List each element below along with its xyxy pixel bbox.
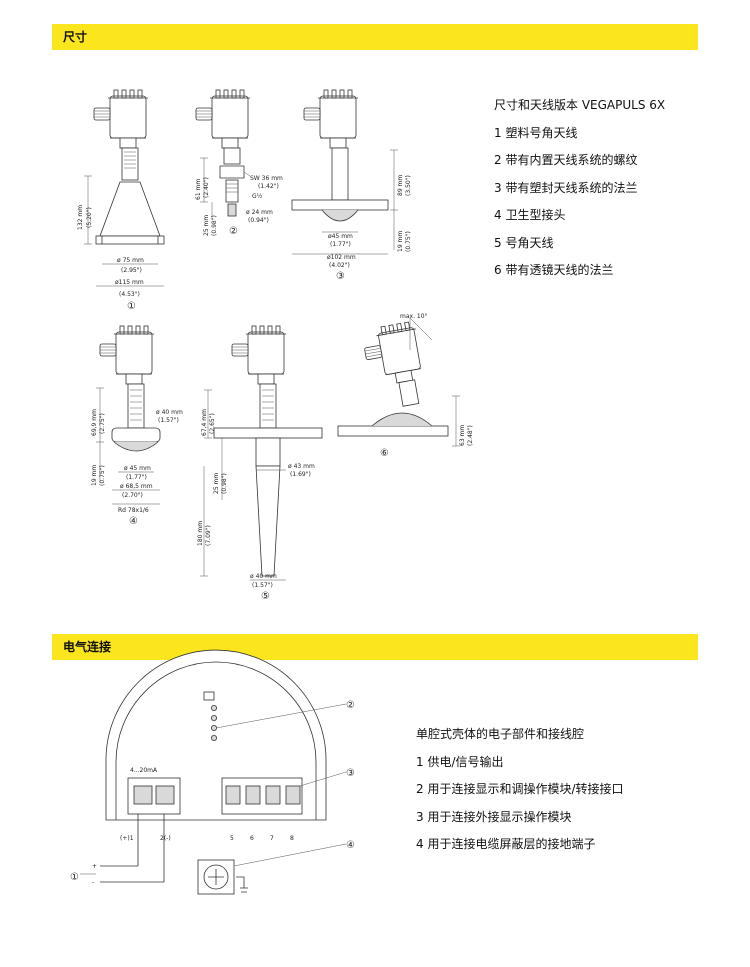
svg-text:(2.65"): (2.65"): [209, 413, 216, 434]
svg-text:SW 36 mm: SW 36 mm: [250, 175, 283, 182]
svg-text:(7.09"): (7.09"): [205, 525, 212, 546]
legend-title: 单腔式壳体的电子部件和接线腔: [416, 727, 585, 741]
svg-text:+: +: [92, 863, 97, 870]
svg-text:19 mm: 19 mm: [91, 465, 98, 486]
drawing-label: ④: [129, 516, 138, 527]
svg-text:(0.75"): (0.75"): [405, 231, 412, 252]
svg-text:④: ④: [346, 840, 355, 851]
svg-text:(1.42"): (1.42"): [258, 183, 279, 190]
svg-text:max. 10°: max. 10°: [400, 313, 428, 320]
svg-text:③: ③: [346, 768, 355, 779]
drawing-label: ⑥: [380, 448, 389, 459]
current-label: 4...20mA: [130, 767, 158, 774]
wiring-diagram: 4...20mA (+)1 2(-) 5 6 7 8 + - ① ② ③ ④: [70, 649, 355, 895]
svg-text:ø 45 mm: ø 45 mm: [124, 465, 151, 472]
drawing-thread: 61 mm (2.40") 25 mm (0.98") SW 36 mm (1.…: [195, 89, 283, 237]
svg-text:132 mm: 132 mm: [77, 205, 84, 230]
drawing-label: ⑤: [261, 591, 270, 602]
svg-text:G½: G½: [252, 193, 263, 200]
terminal-plus: (+)1: [120, 835, 134, 842]
svg-text:6: 6: [250, 835, 254, 842]
svg-text:ø 68,5 mm: ø 68,5 mm: [120, 483, 153, 490]
svg-text:-: -: [92, 879, 94, 886]
legend-item: 4 卫生型接头: [494, 208, 566, 222]
svg-text:67,4 mm: 67,4 mm: [201, 409, 208, 436]
legend-item: 1 供电/信号输出: [416, 754, 504, 769]
svg-text:(5.20"): (5.20"): [86, 207, 93, 228]
svg-text:(3.50"): (3.50"): [405, 175, 412, 196]
legend-item: 2 带有内置天线系统的螺纹: [494, 153, 638, 167]
svg-text:(1.77"): (1.77"): [330, 241, 351, 248]
section-header-electrical: 电气连接: [52, 634, 698, 660]
legend-item: 5 号角天线: [494, 235, 554, 250]
drawing-plastic-horn: 132 mm (5.20") ø 75 mm (2.95") ø115 mm (…: [77, 89, 165, 312]
svg-text:ø 43 mm: ø 43 mm: [288, 463, 315, 470]
svg-text:ø45 mm: ø45 mm: [328, 233, 353, 240]
drawing-label: ③: [336, 271, 345, 282]
electrical-legend: 单腔式壳体的电子部件和接线腔 1 供电/信号输出 2 用于连接显示和调操作模块/…: [416, 721, 624, 859]
terminal-minus: 2(-): [160, 835, 171, 842]
svg-text:(0.98"): (0.98"): [211, 215, 218, 236]
svg-text:(2.70"): (2.70"): [122, 492, 143, 499]
drawing-flange-encapsulated: 89 mm (3.50") 19 mm (0.75") ø45 mm (1.77…: [291, 89, 412, 282]
svg-text:(0.75"): (0.75"): [99, 465, 106, 486]
svg-text:Rd 78x1/6: Rd 78x1/6: [118, 507, 149, 514]
svg-text:61 mm: 61 mm: [195, 179, 202, 200]
svg-text:(1.57"): (1.57"): [252, 582, 273, 589]
drawing-label: ①: [127, 301, 136, 312]
svg-text:ø102 mm: ø102 mm: [327, 254, 356, 261]
svg-text:63 mm: 63 mm: [459, 425, 466, 446]
svg-text:(1.69"): (1.69"): [290, 471, 311, 478]
svg-text:(4.53"): (4.53"): [119, 291, 140, 298]
svg-text:5: 5: [230, 835, 234, 842]
svg-text:25 mm: 25 mm: [203, 215, 210, 236]
svg-text:7: 7: [270, 835, 274, 842]
legend-title: 尺寸和天线版本 VEGAPULS 6X: [494, 98, 666, 112]
svg-text:(4.02"): (4.02"): [329, 262, 350, 269]
svg-text:8: 8: [290, 835, 294, 842]
svg-text:②: ②: [346, 700, 355, 711]
svg-text:(0.98"): (0.98"): [221, 473, 228, 494]
svg-text:69,9 mm: 69,9 mm: [91, 409, 98, 436]
svg-text:ø 40 mm: ø 40 mm: [156, 409, 183, 416]
legend-item: 3 用于连接外接显示操作模块: [416, 809, 572, 824]
legend-item: 2 用于连接显示和调操作模块/转接接口: [416, 782, 624, 796]
dimensions-legend: 尺寸和天线版本 VEGAPULS 6X 1 塑料号角天线 2 带有内置天线系统的…: [494, 92, 665, 285]
svg-text:(2.48"): (2.48"): [467, 425, 474, 446]
svg-text:①: ①: [70, 872, 79, 883]
svg-text:25 mm: 25 mm: [213, 473, 220, 494]
svg-text:180 mm: 180 mm: [197, 521, 204, 546]
svg-text:ø115 mm: ø115 mm: [115, 279, 144, 286]
svg-text:(2.75"): (2.75"): [99, 413, 106, 434]
drawing-horn-antenna: 67,4 mm (2.65") 25 mm (0.98") ø 43 mm (1…: [197, 325, 323, 602]
legend-item: 3 带有塑封天线系统的法兰: [494, 180, 638, 195]
drawing-hygienic-fitting: 69,9 mm (2.75") ø 40 mm (1.57") 19 mm (0…: [91, 325, 183, 527]
section-header-dimensions: 尺寸: [52, 24, 698, 50]
svg-text:(2.95"): (2.95"): [121, 267, 142, 274]
svg-text:ø 75 mm: ø 75 mm: [117, 257, 144, 264]
drawing-label: ②: [229, 226, 238, 237]
svg-text:89 mm: 89 mm: [397, 175, 404, 196]
svg-text:(0.94"): (0.94"): [248, 217, 269, 224]
legend-item: 6 带有透镜天线的法兰: [494, 263, 614, 277]
svg-text:(1.57"): (1.57"): [158, 417, 179, 424]
svg-text:ø 40 mm: ø 40 mm: [250, 573, 277, 580]
legend-item: 1 塑料号角天线: [494, 125, 578, 140]
svg-text:ø 24 mm: ø 24 mm: [246, 209, 273, 216]
svg-text:(2.40"): (2.40"): [203, 177, 210, 198]
legend-item: 4 用于连接电缆屏蔽层的接地端子: [416, 837, 596, 851]
svg-text:(1.77"): (1.77"): [126, 474, 147, 481]
svg-text:19 mm: 19 mm: [397, 231, 404, 252]
drawing-lens-flange: max. 10° 63 mm (2.48") ⑥: [337, 313, 474, 459]
